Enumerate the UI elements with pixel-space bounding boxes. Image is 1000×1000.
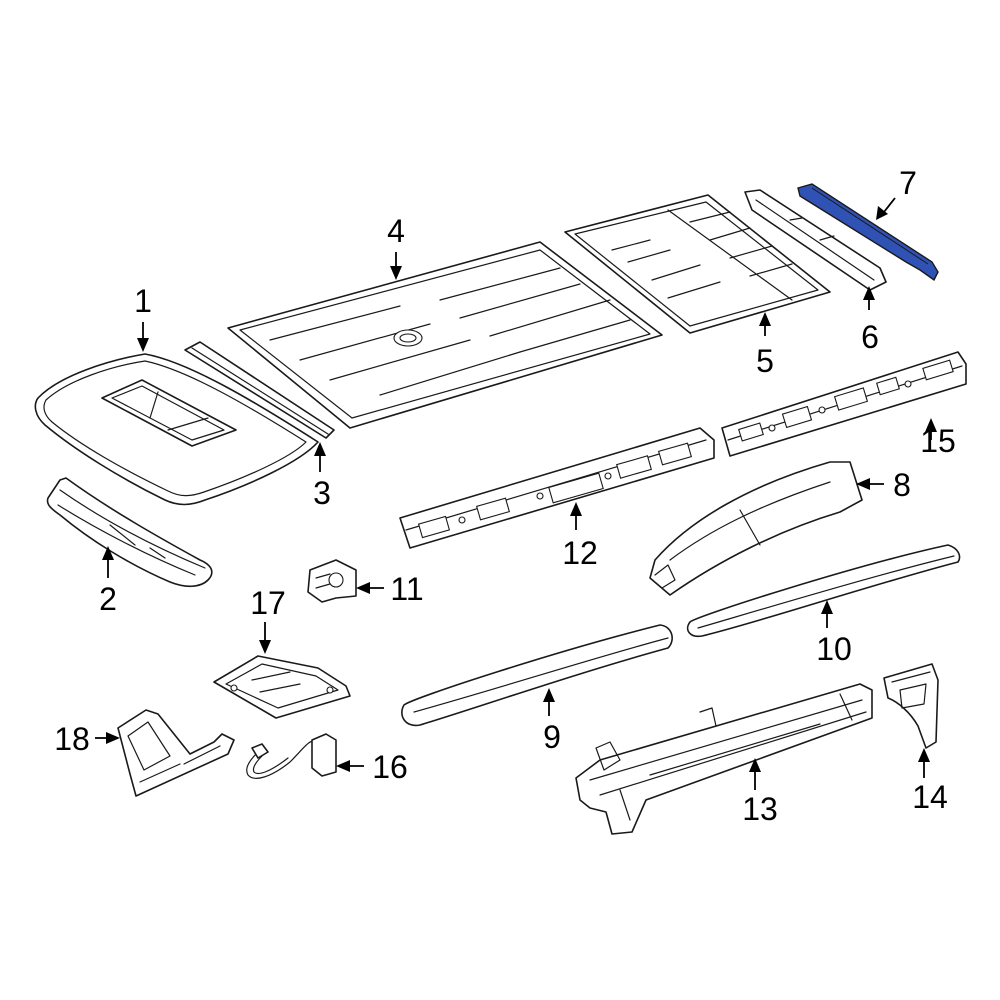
arrow-7 — [876, 206, 888, 220]
part-8-quarter-panel-upper[interactable] — [649, 461, 863, 596]
callout-13: 13 — [742, 791, 778, 827]
arrow-17 — [259, 640, 271, 654]
callout-5: 5 — [756, 343, 774, 379]
callout-2: 2 — [99, 581, 117, 617]
arrow-9 — [543, 688, 555, 702]
arrow-12 — [570, 502, 582, 516]
arrow-13 — [749, 758, 761, 772]
callout-1: 1 — [134, 283, 152, 319]
part-6-rear-header[interactable] — [744, 189, 887, 291]
part-2-front-header[interactable] — [46, 477, 213, 588]
part-13-sill-assembly[interactable] — [575, 683, 873, 835]
callout-labels: 1 2 3 4 5 6 7 8 9 10 11 12 13 14 15 16 1… — [54, 165, 956, 827]
part-18-pillar-bracket[interactable] — [117, 709, 235, 797]
callout-4: 4 — [387, 213, 405, 249]
callout-10: 10 — [816, 631, 852, 667]
arrow-2 — [102, 546, 114, 560]
arrow-6 — [863, 286, 875, 300]
arrow-1 — [137, 338, 149, 352]
callout-6: 6 — [861, 319, 879, 355]
arrow-3 — [314, 442, 326, 456]
callout-17: 17 — [250, 585, 286, 621]
part-1-front-roof-panel[interactable] — [34, 353, 319, 506]
callout-11: 11 — [390, 571, 423, 607]
part-5-rear-roof-panel[interactable] — [564, 194, 831, 334]
arrow-11 — [356, 582, 370, 594]
callout-18: 18 — [54, 721, 90, 757]
callout-15: 15 — [920, 423, 956, 459]
arrow-14 — [918, 748, 930, 762]
callout-12: 12 — [562, 535, 598, 571]
arrow-16 — [336, 760, 350, 772]
part-14-rear-pillar[interactable] — [883, 663, 939, 749]
part-7-rear-roof-bow-highlighted[interactable] — [797, 183, 939, 282]
arrow-8 — [856, 478, 870, 490]
part-3-roof-bow[interactable] — [184, 341, 335, 439]
arrow-18 — [106, 732, 120, 744]
part-11-bracket[interactable] — [307, 559, 357, 603]
part-12-roof-rail-front[interactable] — [399, 427, 715, 549]
part-9-lower-rail-front[interactable] — [401, 624, 673, 727]
callout-9: 9 — [543, 719, 561, 755]
callout-7: 7 — [899, 165, 917, 201]
callout-3: 3 — [313, 475, 331, 511]
part-4-main-roof-panel[interactable] — [227, 241, 663, 429]
part-16-sensor-harness[interactable] — [246, 733, 337, 779]
arrow-4 — [390, 266, 402, 280]
leader-7 — [883, 197, 896, 213]
arrow-15 — [925, 418, 937, 432]
arrow-10 — [821, 600, 833, 614]
part-15-roof-rail-rear[interactable] — [721, 351, 967, 457]
callout-16: 16 — [372, 749, 408, 785]
callout-8: 8 — [893, 467, 911, 503]
leader-lines — [95, 197, 937, 790]
part-17-floor-bracket[interactable] — [213, 655, 351, 719]
arrow-5 — [759, 312, 771, 326]
callout-14: 14 — [912, 779, 948, 815]
part-10-lower-rail-rear[interactable] — [686, 544, 961, 638]
